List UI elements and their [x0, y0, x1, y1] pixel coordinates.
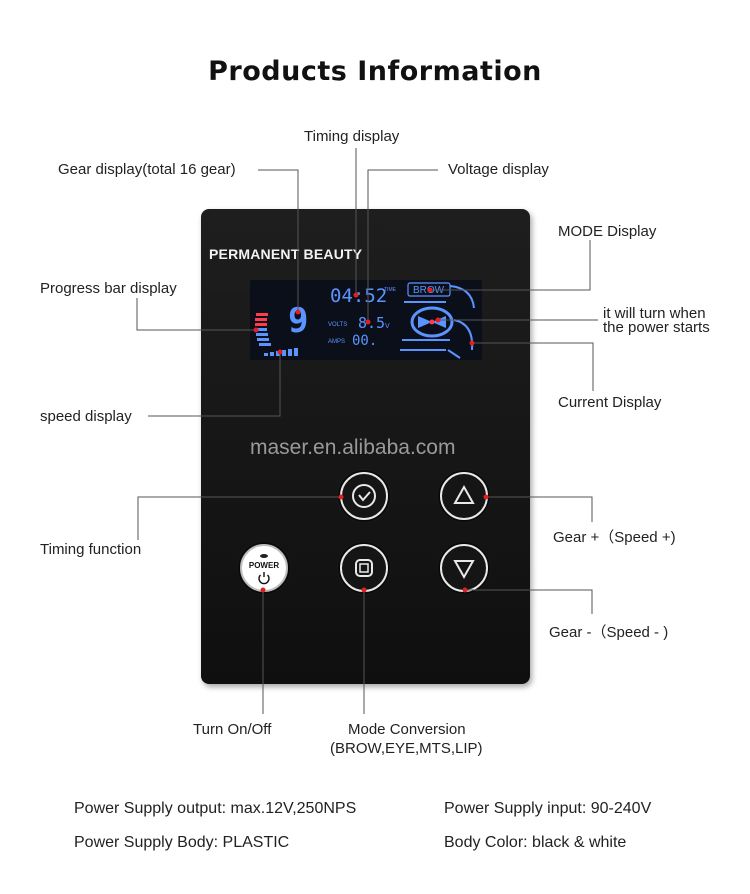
- gear-digit: 9: [288, 301, 308, 341]
- label-timing-display: Timing display: [304, 128, 400, 145]
- label-power-start-2: the power starts: [603, 319, 710, 336]
- gear-minus-button[interactable]: [440, 544, 488, 592]
- label-mode-conversion-2: (BROW,EYE,MTS,LIP): [330, 740, 483, 757]
- time-readout: 04:52: [330, 285, 387, 307]
- volts-readout: 8.5: [358, 314, 385, 332]
- power-label: POWER: [248, 561, 280, 570]
- label-gear-plus: Gear +（Speed +): [553, 529, 676, 546]
- label-mode-display: MODE Display: [558, 223, 657, 240]
- label-voltage-display: Voltage display: [448, 161, 549, 178]
- mode-arcs: [400, 285, 475, 359]
- spec-body: Power Supply Body: PLASTIC: [74, 834, 290, 851]
- triangle-up-icon: [453, 484, 475, 504]
- callout-markers: [253, 287, 489, 593]
- triangle-down-icon: [453, 560, 475, 580]
- spec-color: Body Color: black & white: [444, 834, 627, 851]
- volts-label: VOLTS: [328, 322, 347, 328]
- spec-output: Power Supply output: max.12V,250NPS: [74, 800, 357, 817]
- label-speed-display: speed display: [40, 408, 132, 425]
- power-icon: [258, 554, 270, 585]
- power-button[interactable]: POWER: [240, 544, 288, 592]
- label-current-display: Current Display: [558, 394, 662, 411]
- label-turn-on-off: Turn On/Off: [193, 721, 272, 738]
- amps-readout: 00.: [352, 333, 377, 349]
- watermark: maser.en.alibaba.com: [250, 436, 456, 459]
- mode-button[interactable]: [340, 544, 388, 592]
- amps-label: AMPS: [328, 339, 345, 345]
- time-tag: TIME: [384, 287, 397, 293]
- label-power-start-1: it will turn when: [603, 305, 706, 322]
- volts-unit: V: [385, 323, 390, 330]
- page-title: Products Information: [208, 56, 542, 87]
- brand-label: PERMANENT BEAUTY: [209, 246, 363, 262]
- label-timing-function: Timing function: [40, 541, 142, 558]
- label-gear-minus: Gear -（Speed - ): [549, 624, 669, 641]
- progress-bar: [255, 313, 271, 346]
- mode-icon: [355, 559, 373, 577]
- timing-button[interactable]: [340, 472, 388, 520]
- spec-input: Power Supply input: 90-240V: [444, 800, 652, 817]
- label-gear-display: Gear display(total 16 gear): [58, 161, 236, 178]
- label-progress-bar: Progress bar display: [40, 280, 177, 297]
- clock-check-icon: [352, 484, 376, 508]
- label-mode-conversion-1: Mode Conversion: [348, 721, 466, 738]
